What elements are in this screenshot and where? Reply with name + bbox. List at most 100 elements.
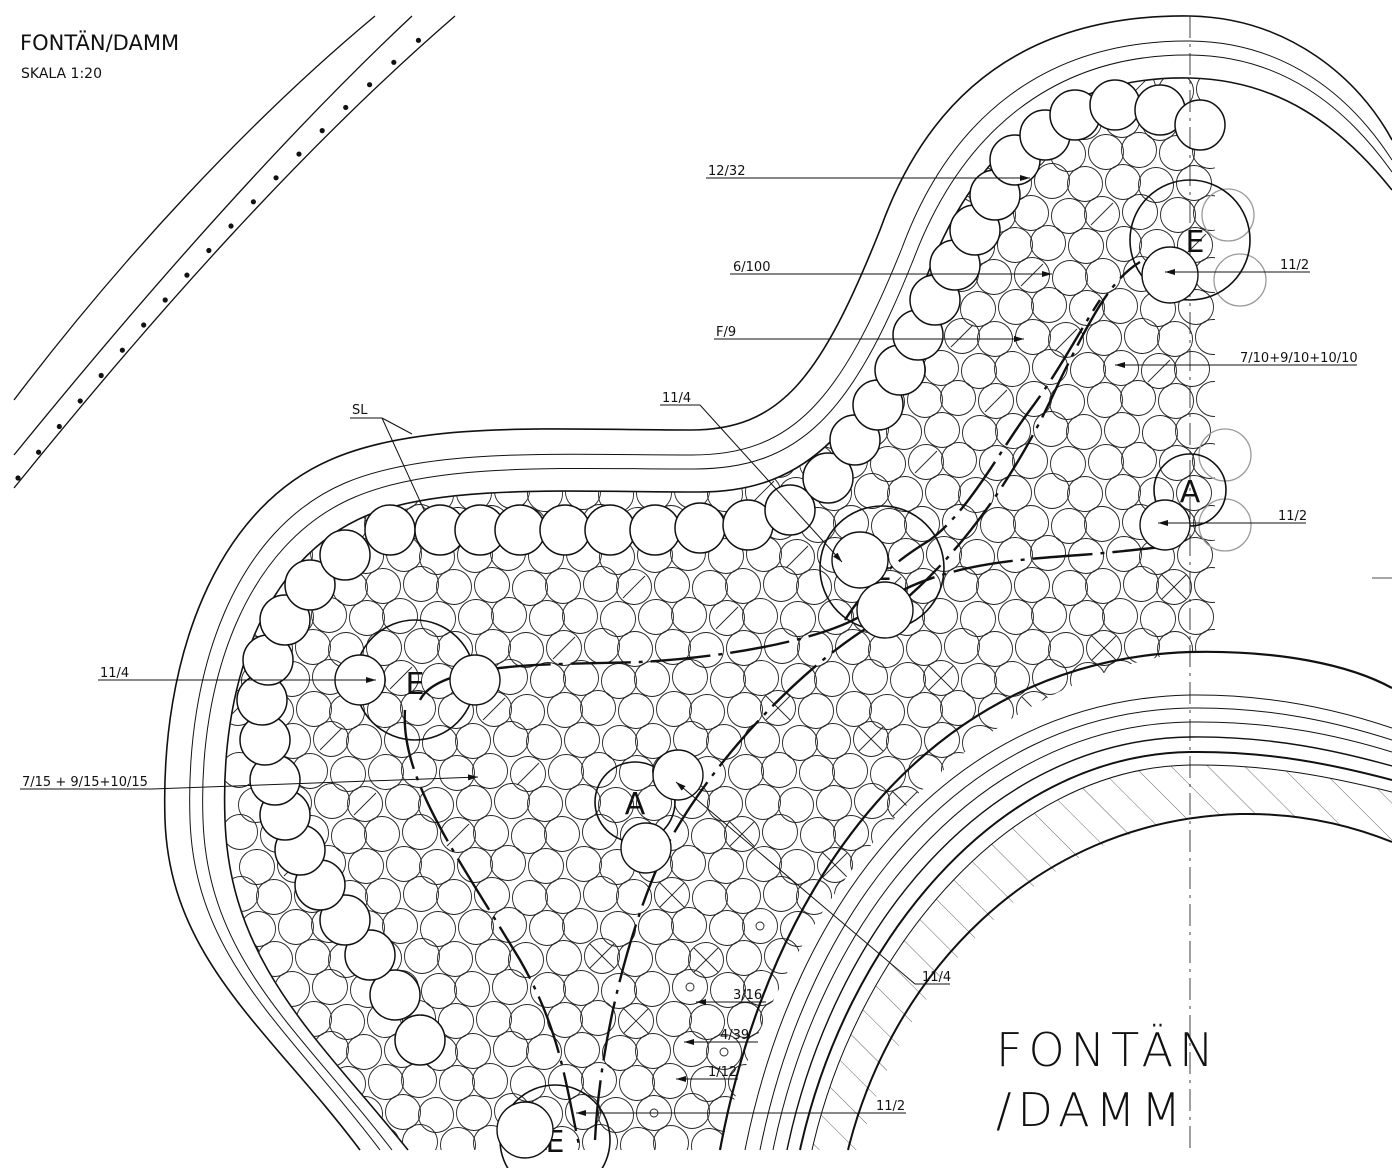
pebble bbox=[709, 290, 745, 326]
pebble bbox=[256, 259, 292, 295]
pebble bbox=[224, 132, 257, 168]
pebble bbox=[962, 415, 998, 451]
pebble bbox=[904, 1126, 940, 1150]
pebble bbox=[598, 1097, 634, 1133]
pebble bbox=[800, 817, 836, 853]
pebble bbox=[527, 166, 563, 202]
pebble bbox=[1104, 722, 1140, 758]
pebble bbox=[1088, 134, 1124, 170]
pebble bbox=[708, 848, 744, 884]
pebble bbox=[764, 318, 800, 354]
pebble bbox=[275, 413, 311, 449]
pebble bbox=[940, 380, 976, 416]
pebble bbox=[995, 413, 1031, 449]
pebble bbox=[584, 628, 620, 664]
pebble bbox=[854, 473, 890, 509]
pebble bbox=[296, 1001, 332, 1037]
pond-label-line2: /DAMM bbox=[996, 1083, 1187, 1137]
pebble bbox=[688, 942, 724, 978]
pebble bbox=[1195, 629, 1216, 665]
pebble bbox=[275, 1033, 311, 1069]
pebble bbox=[312, 349, 348, 385]
boulder bbox=[494, 504, 546, 556]
pebble bbox=[580, 690, 616, 726]
pebble bbox=[724, 196, 760, 232]
pebble bbox=[601, 973, 637, 1009]
pebble bbox=[600, 601, 636, 637]
pebble bbox=[744, 1032, 780, 1068]
pebble bbox=[493, 721, 529, 757]
pebble bbox=[1069, 910, 1105, 946]
pebble bbox=[638, 289, 674, 325]
pebble bbox=[292, 1063, 328, 1099]
pebble bbox=[671, 597, 707, 633]
pebble bbox=[527, 786, 563, 822]
pebble bbox=[742, 598, 778, 634]
pebble bbox=[474, 257, 510, 293]
pebble bbox=[1123, 876, 1159, 912]
pebble bbox=[870, 446, 906, 482]
rail-dot bbox=[250, 199, 256, 205]
pebble bbox=[510, 756, 546, 792]
callout-label: 7/10+9/10+10/10 bbox=[1240, 351, 1358, 366]
pebble bbox=[672, 659, 708, 695]
pebble bbox=[690, 446, 726, 482]
plant-mark-letter: E bbox=[406, 667, 425, 702]
pebble bbox=[655, 629, 691, 665]
pebble bbox=[906, 630, 942, 666]
pebble bbox=[727, 382, 763, 418]
pebble bbox=[760, 690, 796, 726]
pebble bbox=[455, 1033, 491, 1069]
pebble bbox=[617, 941, 653, 977]
pebble bbox=[1032, 969, 1068, 1005]
pebble bbox=[689, 1004, 725, 1040]
pebble bbox=[402, 1124, 438, 1150]
pebble bbox=[654, 877, 690, 913]
pebble bbox=[526, 104, 562, 140]
pebble bbox=[1066, 724, 1102, 760]
boulder bbox=[369, 969, 421, 1021]
pebble bbox=[1140, 601, 1176, 637]
pebble bbox=[1193, 1125, 1216, 1150]
pebble bbox=[546, 320, 582, 356]
pebble bbox=[365, 878, 401, 914]
pebble bbox=[257, 321, 293, 357]
pebble bbox=[258, 77, 294, 109]
pebble bbox=[490, 225, 526, 261]
pebble bbox=[401, 752, 437, 788]
pebble bbox=[816, 785, 852, 821]
callout-arrow bbox=[675, 781, 916, 985]
pebble bbox=[562, 908, 598, 944]
pebble bbox=[905, 568, 941, 604]
pebble bbox=[1178, 289, 1214, 325]
boulder bbox=[674, 502, 726, 554]
rail-dot bbox=[343, 104, 349, 111]
pebble bbox=[313, 721, 349, 757]
pebble bbox=[943, 566, 979, 602]
pebble bbox=[1086, 320, 1122, 356]
pebble bbox=[260, 1127, 296, 1150]
pebble bbox=[472, 133, 508, 169]
pebble bbox=[347, 786, 383, 822]
pebble bbox=[347, 166, 383, 202]
pebble bbox=[726, 940, 762, 976]
pebble bbox=[440, 1127, 476, 1150]
pebble bbox=[924, 722, 960, 758]
pebble bbox=[851, 907, 887, 943]
pebble bbox=[368, 134, 404, 170]
pebble bbox=[419, 229, 455, 265]
pebble bbox=[1013, 505, 1049, 541]
pebble bbox=[1033, 411, 1069, 447]
boulder bbox=[629, 504, 681, 556]
pebble bbox=[548, 444, 584, 480]
pebble bbox=[530, 972, 566, 1008]
pebble bbox=[620, 1127, 656, 1150]
pebble bbox=[548, 754, 584, 790]
pebble bbox=[727, 692, 763, 728]
pebble bbox=[976, 569, 1012, 605]
pebble bbox=[1156, 569, 1192, 605]
pebble bbox=[814, 661, 850, 697]
pebble bbox=[818, 289, 854, 325]
pebble bbox=[618, 77, 654, 109]
pebble bbox=[508, 632, 544, 668]
